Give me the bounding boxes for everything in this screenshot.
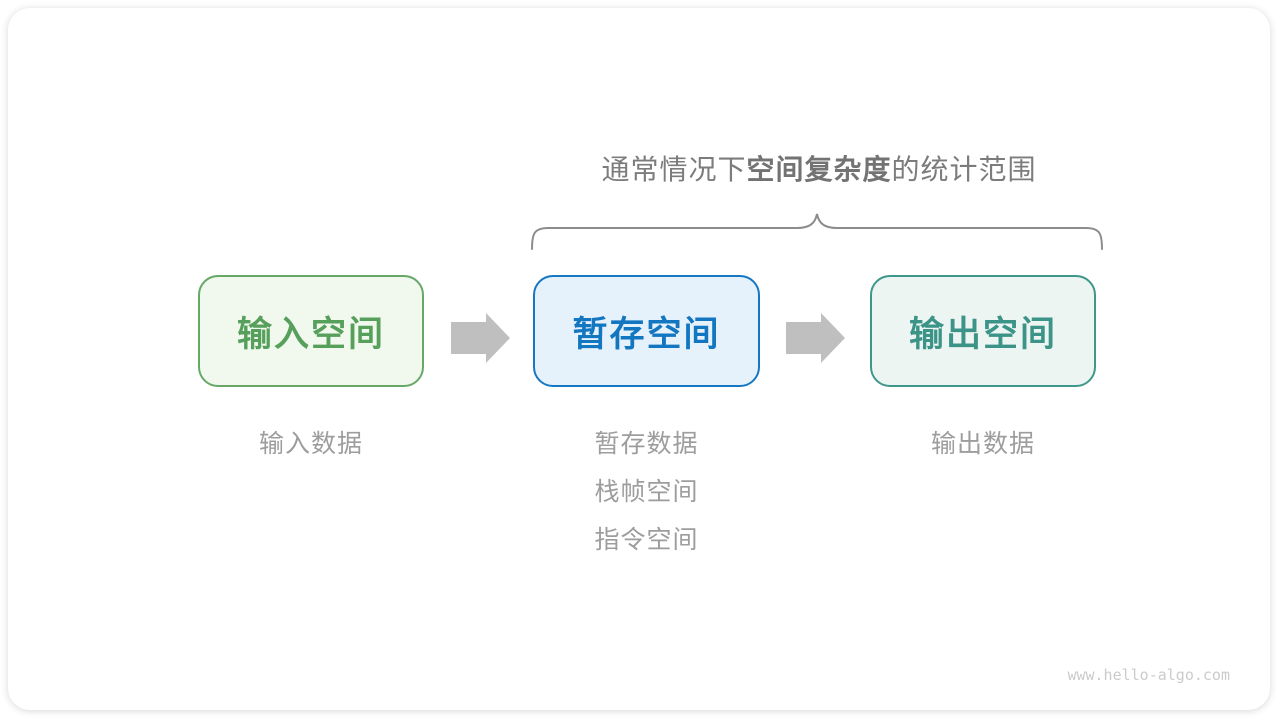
caption-line: 栈帧空间: [594, 478, 699, 506]
caption-temp: 暂存数据 栈帧空间 指令空间: [533, 420, 760, 564]
caption-line: 输入数据: [258, 430, 363, 458]
watermark: www.hello-algo.com: [1067, 666, 1230, 684]
box-label: 输入空间: [236, 314, 385, 354]
caption-line: 指令空间: [594, 526, 699, 554]
caption-line: 输出数据: [930, 430, 1035, 458]
scope-brace: [530, 211, 1104, 253]
title-prefix: 通常情况下: [601, 154, 747, 185]
title-bold-term: 空间复杂度: [746, 154, 892, 185]
box-input-space: 输入空间: [198, 275, 424, 387]
diagram-card: 通常情况下空间复杂度的统计范围 输入空间 暂存空间 输出空间: [8, 8, 1270, 710]
box-label: 输出空间: [908, 314, 1057, 354]
caption-input: 输入数据: [198, 420, 424, 468]
curly-brace-icon: [531, 213, 1103, 250]
arrow-right-icon: [786, 313, 845, 363]
box-output-space: 输出空间: [870, 275, 1096, 387]
box-temp-space: 暂存空间: [533, 275, 760, 387]
caption-line: 暂存数据: [594, 430, 699, 458]
right-block-arrow-icon: [786, 313, 845, 363]
title-suffix: 的统计范围: [891, 154, 1037, 185]
caption-output: 输出数据: [870, 420, 1096, 468]
diagram-title: 通常情况下空间复杂度的统计范围: [533, 148, 1105, 188]
right-block-arrow-icon: [451, 313, 510, 363]
arrow-right-icon: [451, 313, 510, 363]
box-label: 暂存空间: [572, 314, 721, 354]
